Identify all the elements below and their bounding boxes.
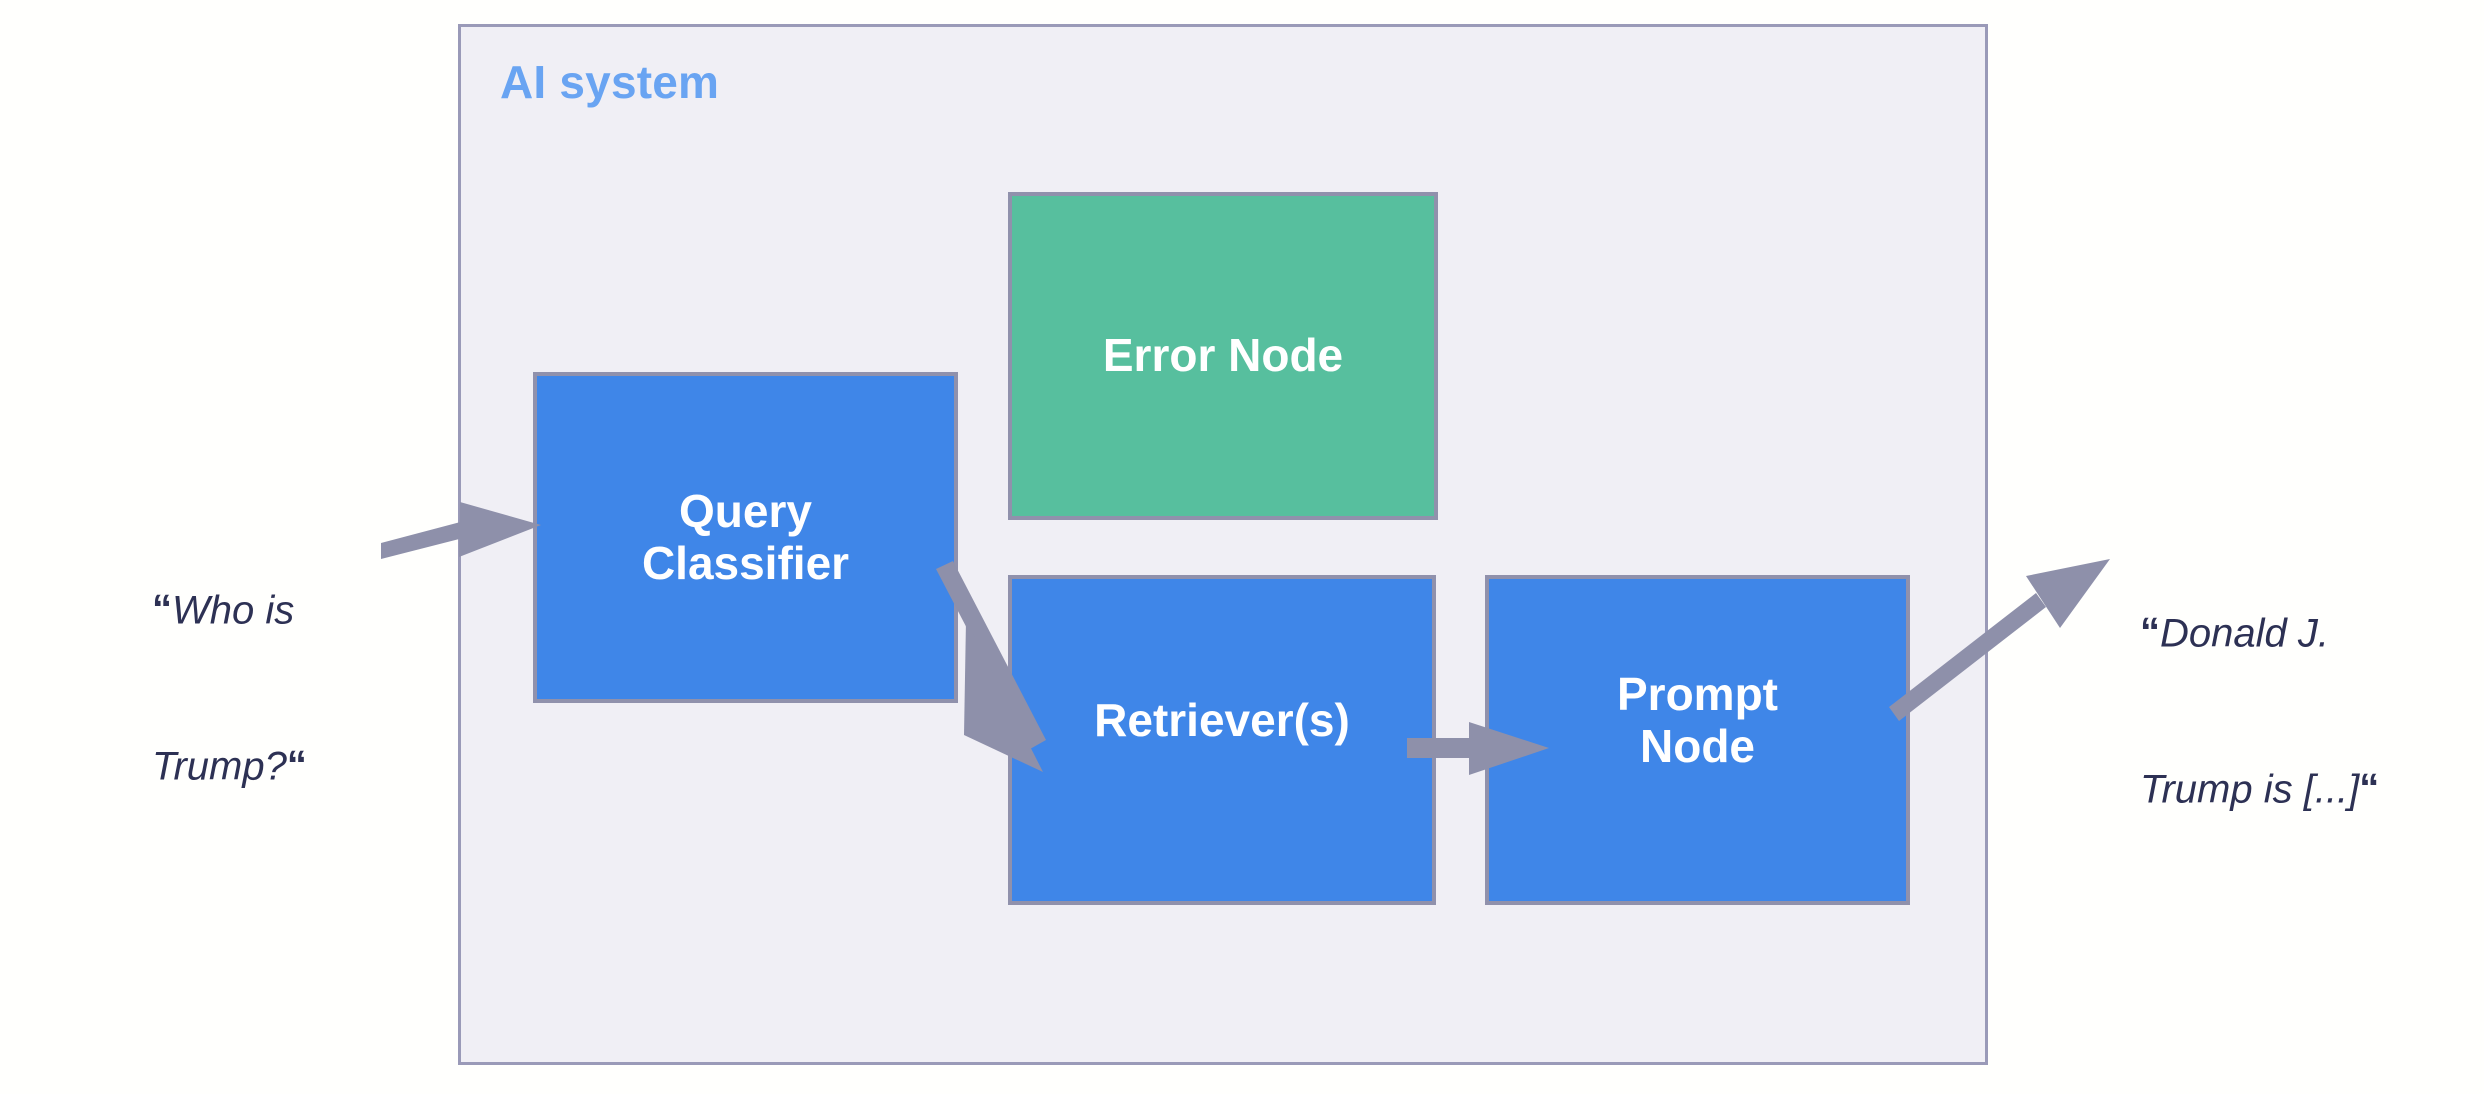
output-answer-text: “Donald J. Trump is [...]“ (2140, 505, 2379, 918)
node-query-classifier[interactable]: Query Classifier (533, 372, 958, 703)
input-query-text: “Who is Trump?“ (152, 482, 307, 895)
node-prompt-label-line2: Node (1640, 719, 1755, 772)
output-answer-line1: “Donald J. (2140, 607, 2379, 660)
output-answer-line2-text: Trump is [...] (2140, 767, 2360, 812)
node-query-classifier-label-line1: Query (679, 484, 812, 537)
input-query-line1-text: Who is (172, 588, 295, 633)
node-retriever-label: Retriever(s) (1094, 694, 1350, 746)
output-open-quote: “ (2140, 610, 2160, 655)
node-prompt-label: Prompt Node (1617, 668, 1778, 772)
node-prompt[interactable]: Prompt Node (1485, 575, 1910, 905)
input-open-quote: “ (152, 587, 172, 632)
output-answer-line2: Trump is [...]“ (2140, 763, 2379, 816)
output-answer-line1-text: Donald J. (2160, 611, 2329, 656)
output-close-quote: “ (2359, 765, 2380, 810)
node-query-classifier-label: Query Classifier (641, 484, 850, 589)
node-error-label: Error Node (1102, 329, 1344, 382)
input-query-line2: Trump?“ (152, 740, 307, 793)
node-prompt-label-line1: Prompt (1617, 668, 1778, 720)
input-query-line1: “Who is (152, 584, 307, 637)
ai-system-title: AI system (500, 56, 720, 108)
node-error[interactable]: Error Node (1008, 192, 1438, 520)
node-retriever[interactable]: Retriever(s) (1008, 575, 1436, 905)
node-query-classifier-label-line2: Classifier (641, 536, 850, 589)
input-query-line2-text: Trump? (152, 744, 287, 789)
input-close-quote: “ (286, 742, 307, 787)
